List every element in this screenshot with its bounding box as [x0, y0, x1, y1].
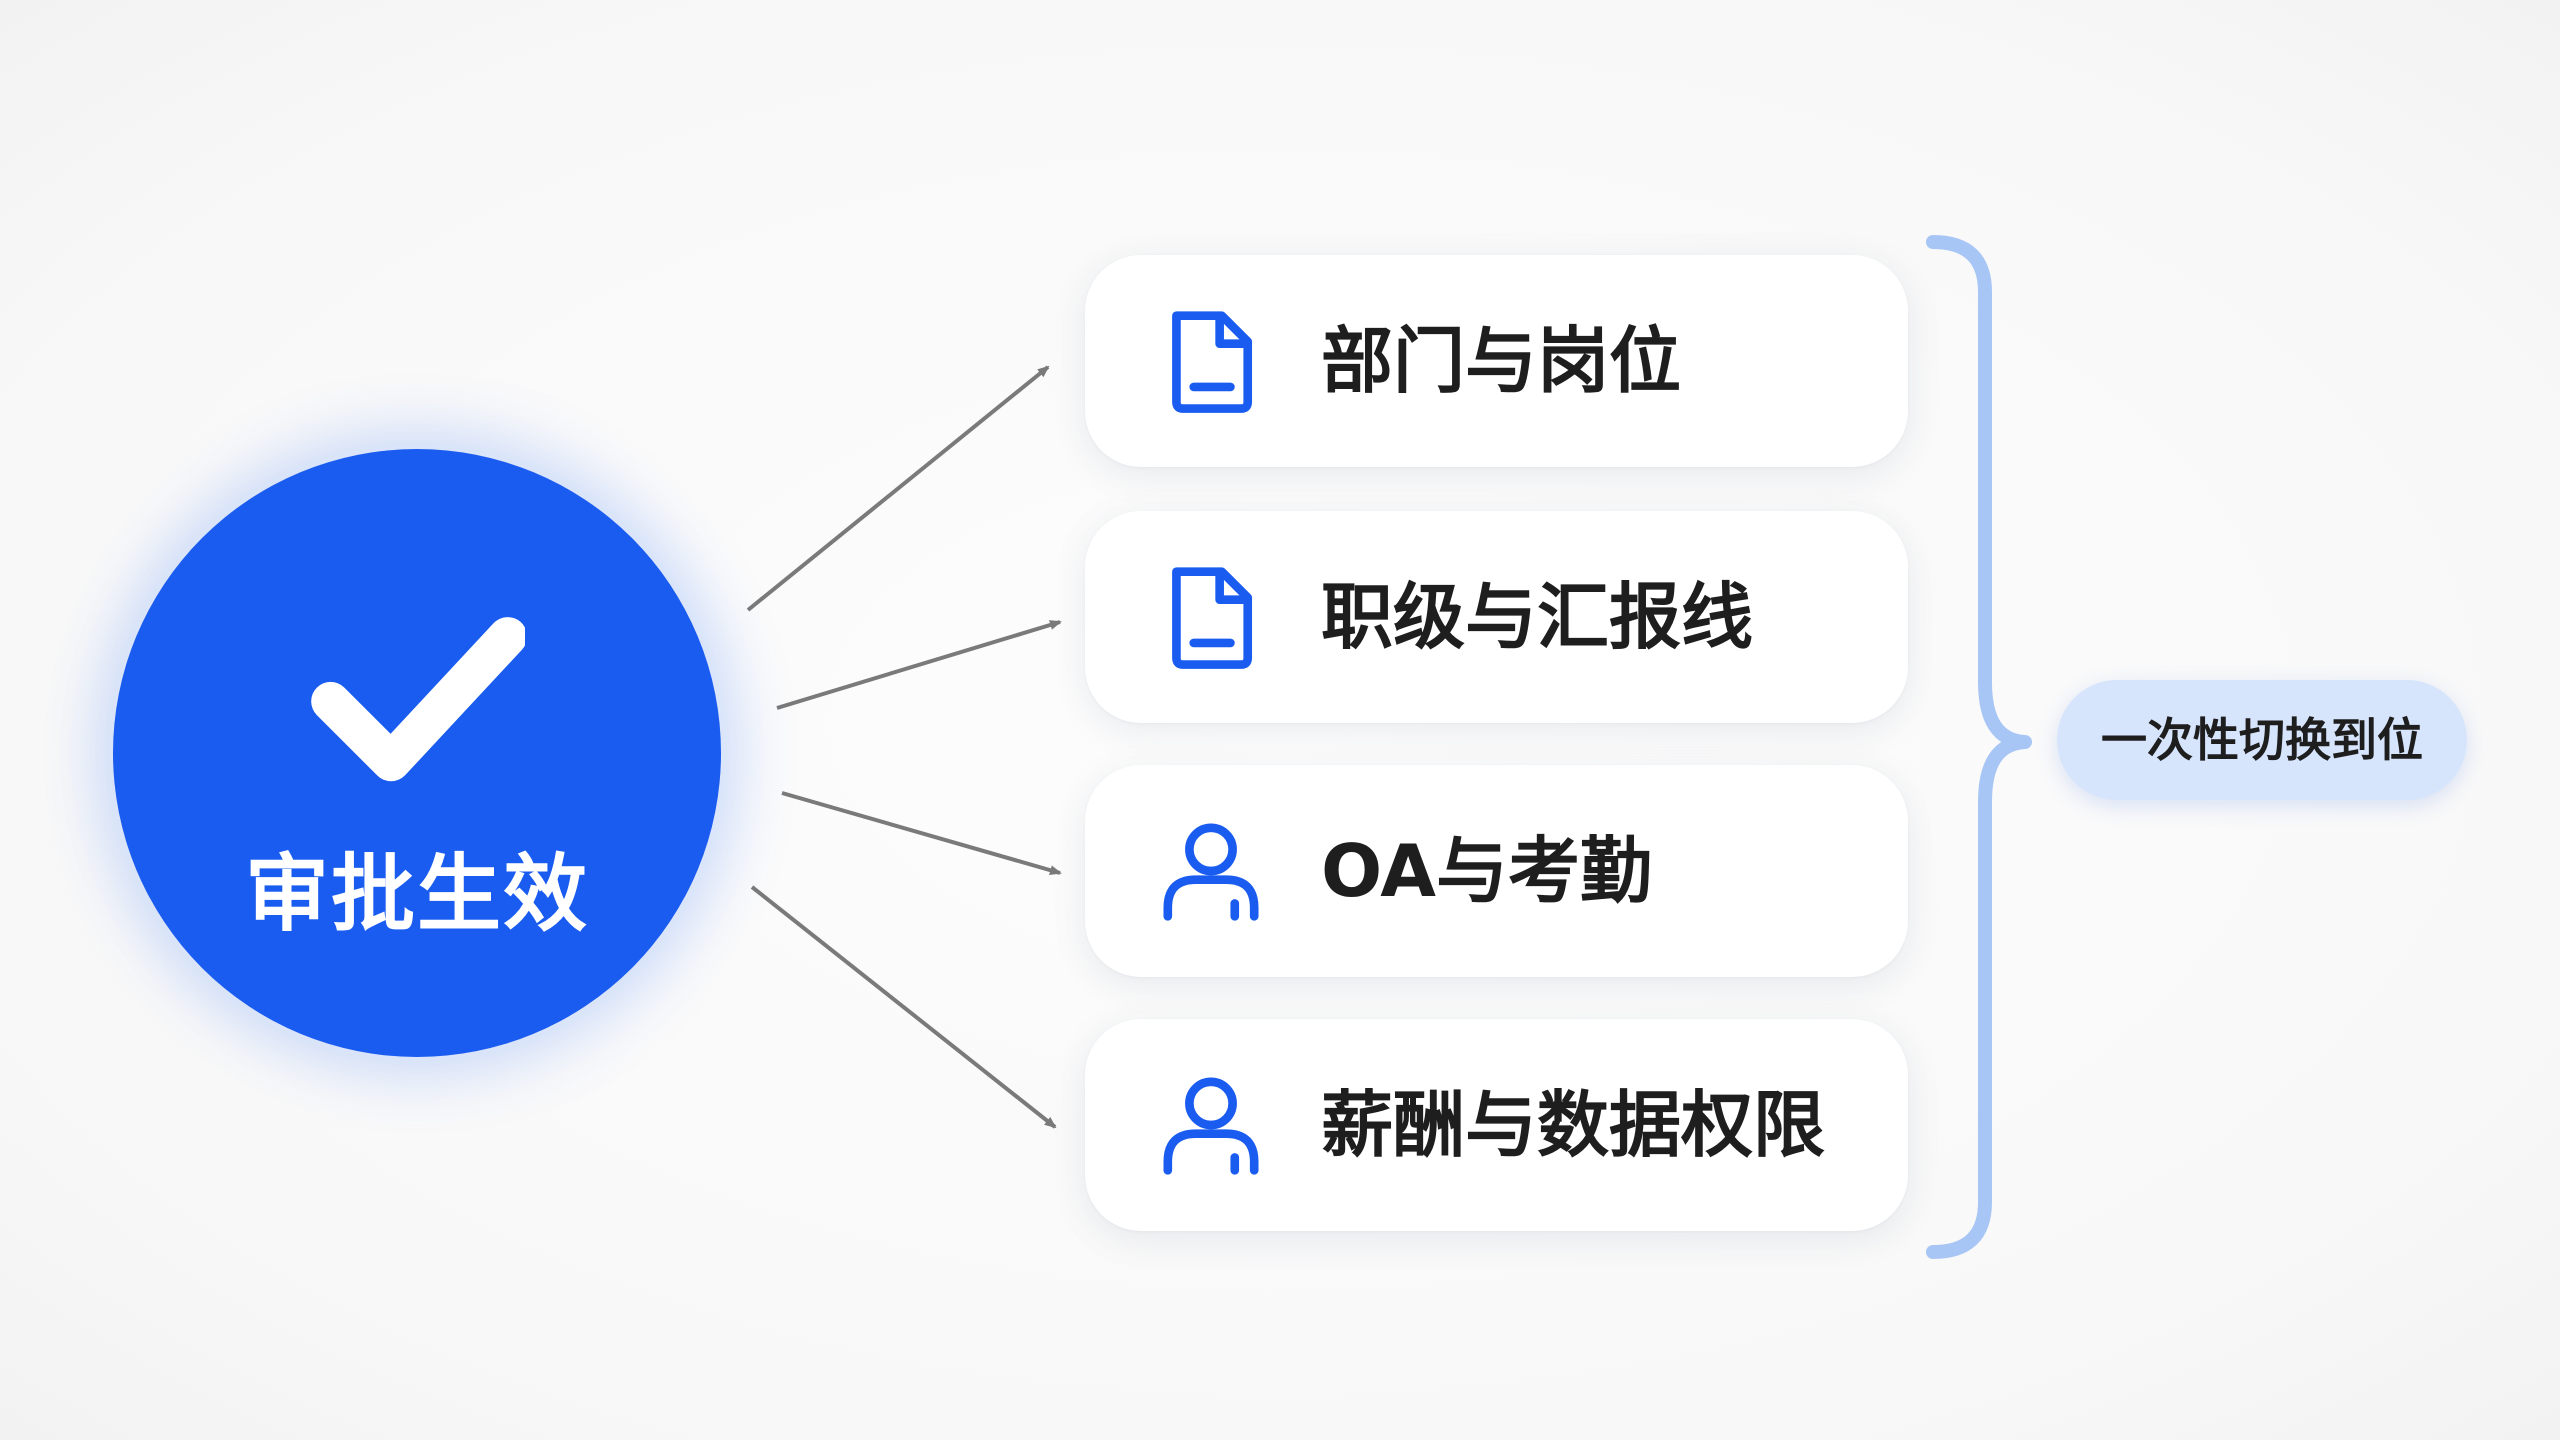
card-oa-attendance: OA与考勤: [1085, 765, 1908, 977]
card-salary-permissions: 薪酬与数据权限: [1085, 1019, 1908, 1231]
approval-label: 审批生效: [244, 845, 589, 943]
approval-circle: 审批生效: [113, 449, 721, 1057]
card-label-rank-reporting: 职级与汇报线: [1321, 575, 1754, 659]
card-label-salary-permissions: 薪酬与数据权限: [1321, 1083, 1826, 1167]
user-icon: [1163, 1077, 1259, 1175]
arrow-to-oa: [781, 791, 1062, 876]
summary-pill: 一次性切换到位: [2057, 680, 2467, 800]
card-label-oa-attendance: OA与考勤: [1321, 829, 1652, 913]
document-icon: [1172, 567, 1253, 669]
document-icon: [1172, 311, 1253, 413]
user-icon: [1163, 823, 1259, 921]
arrow-to-rank: [776, 620, 1062, 710]
card-dept-position: 部门与岗位: [1085, 255, 1908, 467]
checkmark-icon: [311, 617, 525, 782]
card-label-dept-position: 部门与岗位: [1321, 319, 1682, 403]
arrow-to-salary: [750, 885, 1057, 1129]
arrow-to-dept: [746, 365, 1050, 612]
curly-brace: [1926, 235, 2032, 1259]
card-rank-reporting: 职级与汇报线: [1085, 511, 1908, 723]
